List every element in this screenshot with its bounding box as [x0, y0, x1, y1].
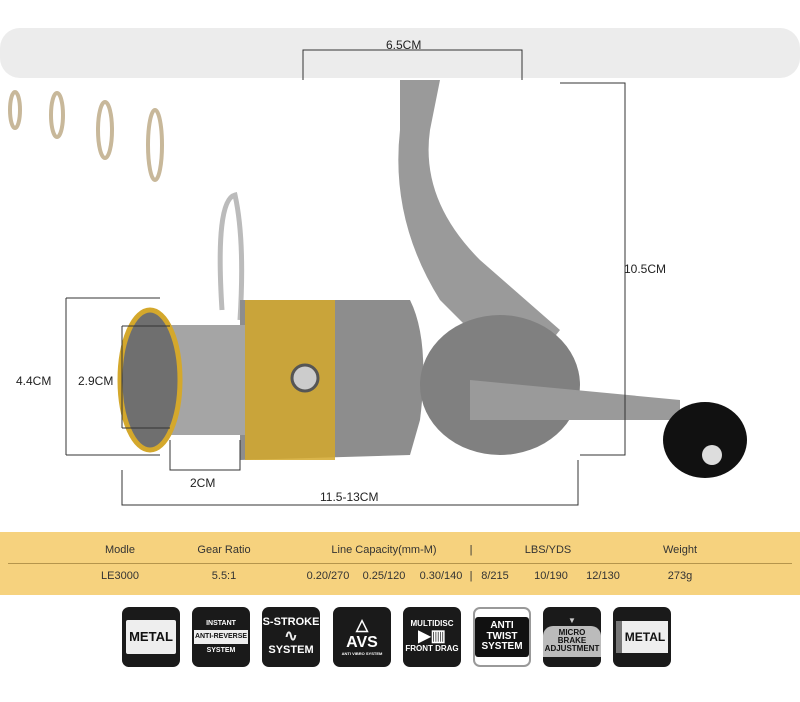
- value-weight: 273g: [667, 570, 693, 582]
- s-stroke-icon: S-STROKE∿SYSTEM: [262, 607, 320, 667]
- spec-table: Modle Gear Ratio Line Capacity(mm-M) | L…: [0, 532, 800, 595]
- rod-guides: [8, 90, 164, 182]
- value-line-capacity-2: 0.25/120: [362, 570, 406, 582]
- reel-stem: [398, 80, 560, 380]
- value-line-capacity-3: 0.30/140: [419, 570, 463, 582]
- metal-body-icon: METAL: [122, 607, 180, 667]
- dim-height: 10.5CM: [624, 262, 667, 276]
- value-lbs-yds-3: 12/130: [586, 570, 620, 582]
- header-weight: Weight: [662, 544, 698, 556]
- header-line-capacity: Line Capacity(mm-M): [331, 544, 437, 556]
- header-model: Modle: [105, 544, 135, 556]
- value-model: LE3000: [101, 570, 139, 582]
- header-gear-ratio: Gear Ratio: [197, 544, 251, 556]
- header-lbs-yds: LBS/YDS: [524, 544, 572, 556]
- fishing-rod: [0, 28, 800, 78]
- multidisc-drag-icon: MULTIDISC▶▥FRONT DRAG: [403, 607, 461, 667]
- dim-length: 11.5-13CM: [320, 490, 379, 504]
- dim-rod-seat: 6.5CM: [386, 38, 422, 52]
- table-divider: [8, 563, 792, 564]
- value-line-capacity-1: 0.20/270: [306, 570, 350, 582]
- metal-spool-icon: METAL: [613, 607, 671, 667]
- value-separator: |: [469, 570, 473, 582]
- drag-knob: [117, 307, 183, 453]
- dimension-lines: [65, 49, 626, 506]
- dim-spool-width: 2CM: [190, 476, 216, 490]
- dim-spool-inner: 2.9CM: [78, 374, 114, 388]
- value-lbs-yds-2: 10/190: [534, 570, 568, 582]
- screw: [290, 363, 320, 393]
- bail-wire: [217, 191, 245, 321]
- value-gear-ratio: 5.5:1: [211, 570, 237, 582]
- spool-gold-band: [245, 300, 335, 460]
- reel-illustration: [0, 28, 800, 506]
- handle-knob: [663, 402, 747, 478]
- header-separator: |: [469, 544, 473, 556]
- dim-spool-outer: 4.4CM: [16, 374, 52, 388]
- value-lbs-yds-1: 8/215: [481, 570, 509, 582]
- handle-arm: [470, 380, 680, 420]
